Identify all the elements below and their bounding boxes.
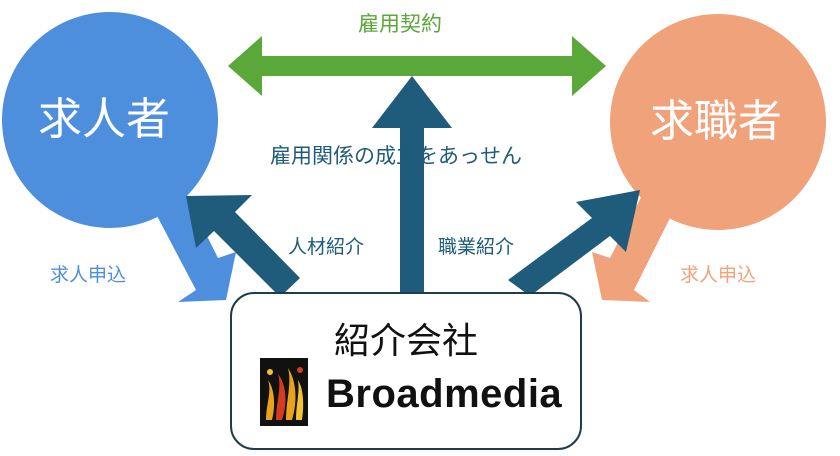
- broadmedia-logo-icon: [260, 358, 308, 426]
- job-seeker-bubble: [592, 14, 826, 302]
- agency-title: 紹介会社: [333, 321, 478, 362]
- job-intro-arrow: [508, 190, 640, 296]
- employer-bubble: [2, 12, 236, 302]
- mediation-arrow: [372, 76, 452, 292]
- employment-contract-label: 雇用契約: [358, 12, 442, 36]
- talent-intro-label: 人材紹介: [288, 236, 365, 258]
- mediation-label: 雇用関係の成立をあっせん: [270, 144, 522, 168]
- employer-application-label: 求人申込: [50, 264, 127, 286]
- job-seeker-label: 求職者: [650, 96, 782, 147]
- talent-intro-arrow: [186, 195, 300, 297]
- employer-label: 求人者: [38, 94, 170, 145]
- seeker-application-label: 求人申込: [680, 264, 757, 286]
- agency-box: 紹介会社 Broadmedia: [230, 292, 582, 450]
- job-intro-label: 職業紹介: [438, 236, 515, 258]
- employment-contract-arrow: [228, 36, 606, 96]
- brand-name: Broadmedia: [326, 372, 563, 416]
